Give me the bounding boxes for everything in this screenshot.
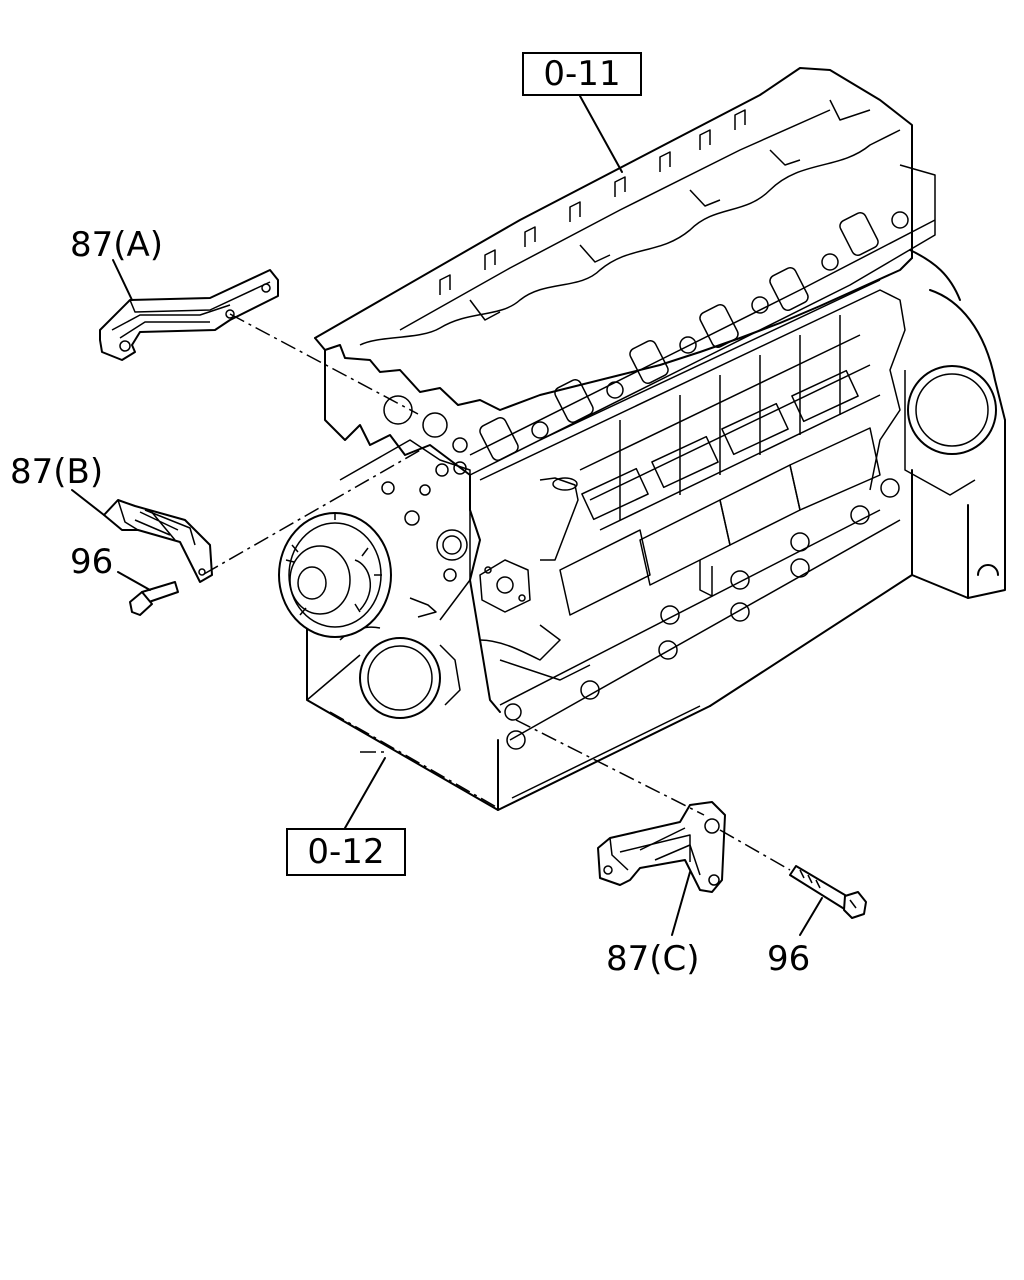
callout-87a: 87(A) [70, 225, 164, 265]
part-87b-bracket [103, 499, 213, 583]
ref-box-0-12: 0-12 [286, 828, 406, 876]
callout-87c: 87(C) [606, 939, 700, 979]
bolt-96-upper [129, 581, 179, 616]
engine-block [278, 67, 1006, 811]
crank-pulley [278, 512, 392, 638]
callout-96-lower: 96 [767, 939, 811, 979]
ref-box-0-11: 0-11 [522, 52, 642, 96]
phantom-lines [203, 313, 791, 871]
part-87a-bracket [99, 269, 279, 361]
callout-96-upper: 96 [70, 542, 114, 582]
bolt-96-lower [789, 865, 867, 919]
part-87c-bracket [597, 801, 726, 893]
callout-87b: 87(B) [10, 452, 104, 492]
leader-lines [71, 95, 823, 936]
